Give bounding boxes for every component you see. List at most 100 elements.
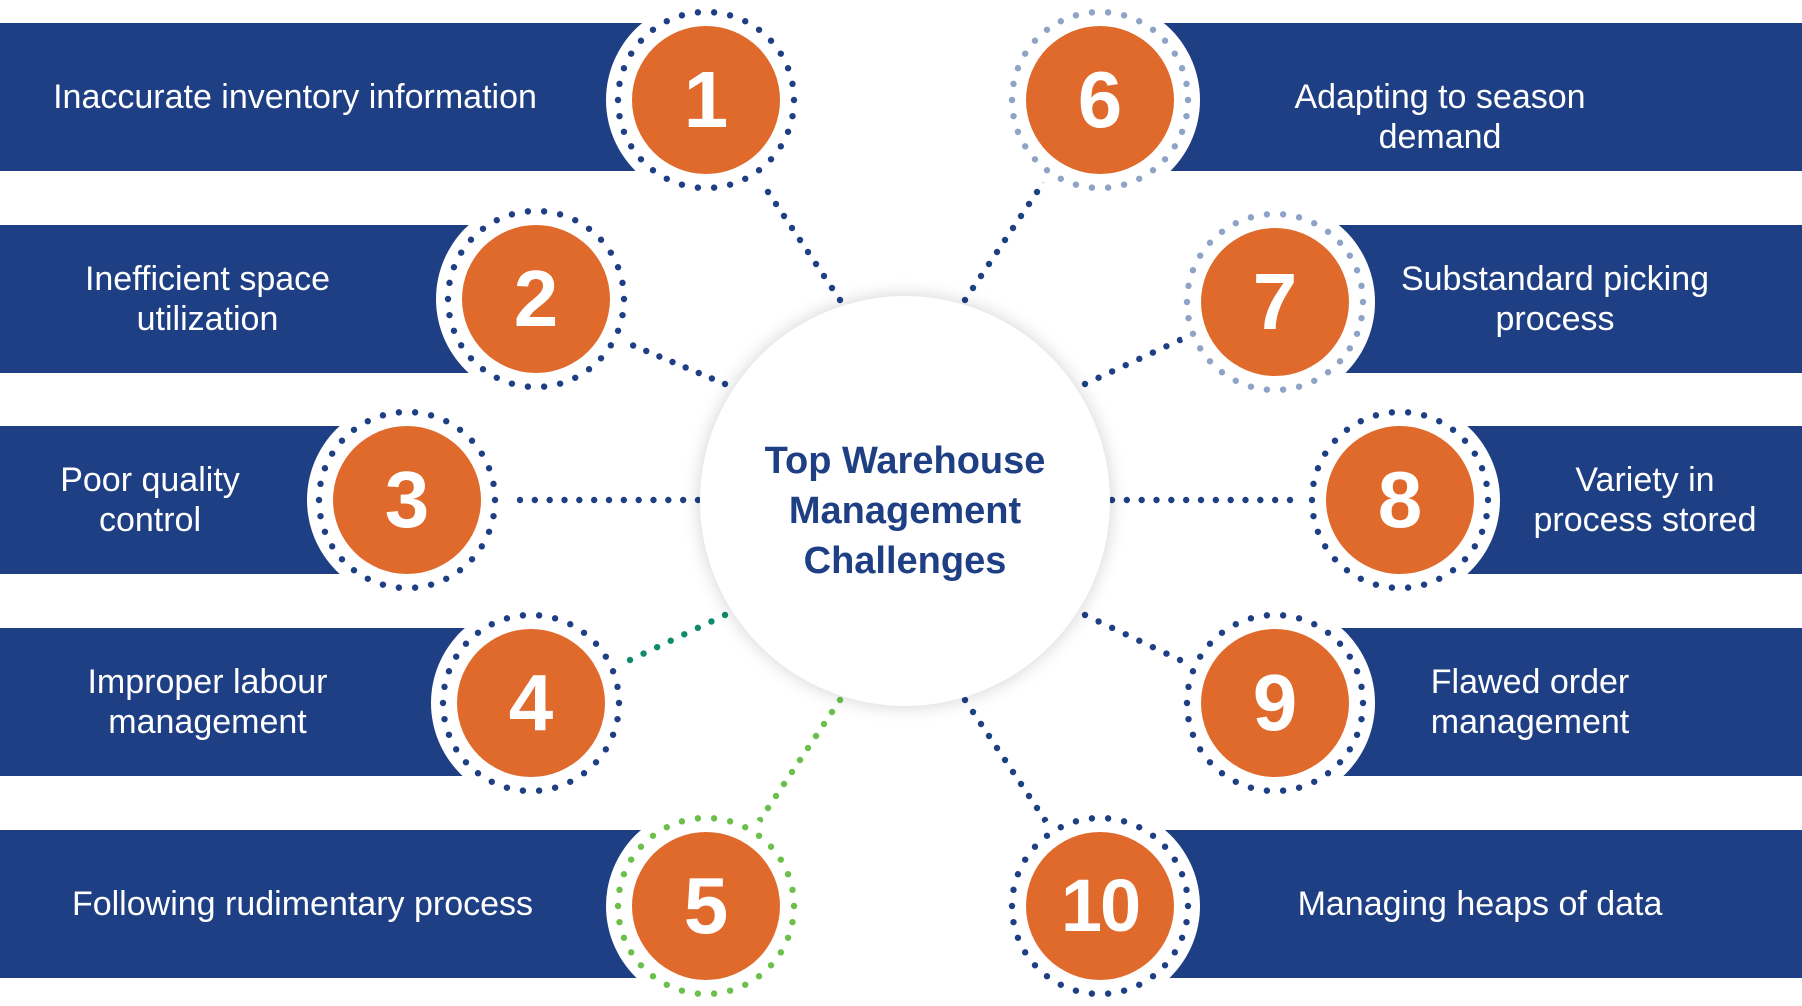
- ring-dot: [614, 715, 621, 723]
- ring-dot: [519, 612, 527, 619]
- ring-dot: [427, 412, 435, 419]
- ring-dot: [1120, 181, 1128, 188]
- ring-dot: [317, 512, 324, 520]
- ring-dot: [710, 815, 718, 822]
- ring-dot: [338, 437, 346, 444]
- connector-dot: [708, 618, 715, 625]
- ring-dot: [338, 556, 346, 563]
- ring-dot: [784, 65, 792, 72]
- ring-dot: [1120, 987, 1128, 994]
- ring-dot: [1471, 543, 1479, 550]
- ring-dot: [1343, 567, 1351, 574]
- ring-dot: [1161, 843, 1169, 850]
- ring-dot: [784, 871, 792, 878]
- dotted-ring: [614, 9, 798, 191]
- connector-dot: [1163, 343, 1170, 350]
- ring-dot: [485, 528, 493, 535]
- ring-dot: [1358, 282, 1365, 290]
- connector-dot: [656, 353, 663, 360]
- ring-dot: [592, 640, 600, 647]
- ring-dot: [1196, 345, 1204, 352]
- challenge-number-6: 6: [1026, 26, 1174, 174]
- ring-dot: [1031, 37, 1039, 44]
- ring-dot: [726, 181, 734, 188]
- ring-dot: [1008, 96, 1016, 104]
- connector-dot: [977, 720, 985, 728]
- ring-dot: [1189, 731, 1197, 738]
- ring-dot: [649, 26, 657, 33]
- connector-dot: [836, 296, 844, 304]
- ring-dot: [1120, 12, 1128, 19]
- ring-dot: [789, 80, 796, 88]
- ring-dot: [609, 668, 617, 675]
- ring-dot: [1185, 715, 1192, 723]
- ring-dot: [580, 770, 588, 777]
- ring-dot: [1178, 65, 1186, 72]
- ring-dot: [457, 249, 465, 256]
- connector-dot: [969, 284, 977, 292]
- challenge-node-10: 10: [1000, 806, 1200, 1006]
- ring-dot: [317, 480, 324, 488]
- ring-dot: [1183, 80, 1190, 88]
- connector-dot: [643, 347, 650, 355]
- challenge-label-4: Improper labour management: [87, 663, 328, 741]
- ring-dot: [535, 787, 543, 794]
- ring-dot: [491, 496, 499, 504]
- connector-dot: [1009, 224, 1017, 232]
- ring-dot: [478, 543, 486, 550]
- connector-dot: [626, 656, 634, 664]
- ring-dot: [637, 156, 645, 163]
- ring-dot: [616, 112, 623, 120]
- challenge-node-5: 5: [606, 806, 806, 1006]
- ring-dot: [1279, 787, 1287, 794]
- ring-dot: [1014, 871, 1022, 878]
- ring-dot: [493, 217, 500, 224]
- connector-dot: [629, 342, 637, 349]
- challenge-label-5: Following rudimentary process: [71, 885, 534, 923]
- ring-dot: [519, 787, 527, 794]
- ring-dot: [1232, 377, 1239, 384]
- ring-dot: [479, 225, 487, 232]
- ring-dot: [597, 355, 605, 362]
- ring-dot: [1336, 358, 1344, 365]
- challenge-number-10: 10: [1026, 832, 1174, 980]
- ring-dot: [1008, 902, 1016, 910]
- ring-dot: [637, 843, 645, 850]
- ring-dot: [1404, 584, 1412, 591]
- dotted-ring: [439, 612, 623, 794]
- ring-dot: [1353, 330, 1361, 337]
- challenge-label-10: Managing heaps of data: [1297, 885, 1663, 923]
- ring-dot: [350, 426, 358, 433]
- ring-dot: [1088, 815, 1096, 822]
- ring-dot: [1420, 412, 1428, 419]
- center-hub: Top Warehouse Management Challenges: [700, 296, 1110, 706]
- challenge-label-1: Inaccurate inventory information: [53, 78, 537, 116]
- challenge-label-8: Variety in process stored: [1533, 461, 1757, 539]
- ring-dot: [446, 279, 453, 287]
- connector-dot: [561, 496, 568, 504]
- ring-dot: [1088, 9, 1096, 16]
- ring-dot: [1014, 934, 1022, 941]
- challenge-band-6: Adapting to season demand: [1080, 23, 1802, 171]
- ring-dot: [607, 249, 615, 256]
- ring-dot: [609, 731, 617, 738]
- challenge-number-4: 4: [457, 629, 605, 777]
- ring-dot: [1295, 615, 1303, 622]
- challenge-label-6: Adapting to season demand: [1294, 78, 1586, 156]
- ring-dot: [478, 450, 486, 457]
- ring-dot: [1311, 778, 1318, 785]
- ring-dot: [742, 18, 749, 25]
- ring-dot: [551, 615, 559, 622]
- ring-dot: [379, 581, 387, 588]
- ring-dot: [1185, 282, 1192, 290]
- dotted-ring: [1308, 409, 1492, 591]
- connector-dot: [620, 496, 628, 504]
- ring-dot: [710, 990, 718, 997]
- ring-dot: [1372, 581, 1380, 588]
- ring-dot: [615, 699, 623, 707]
- ring-dot: [328, 450, 336, 457]
- dotted-ring: [1008, 815, 1192, 997]
- connector-dot: [780, 780, 788, 788]
- connector-dot: [985, 732, 993, 740]
- ring-dot: [556, 211, 564, 218]
